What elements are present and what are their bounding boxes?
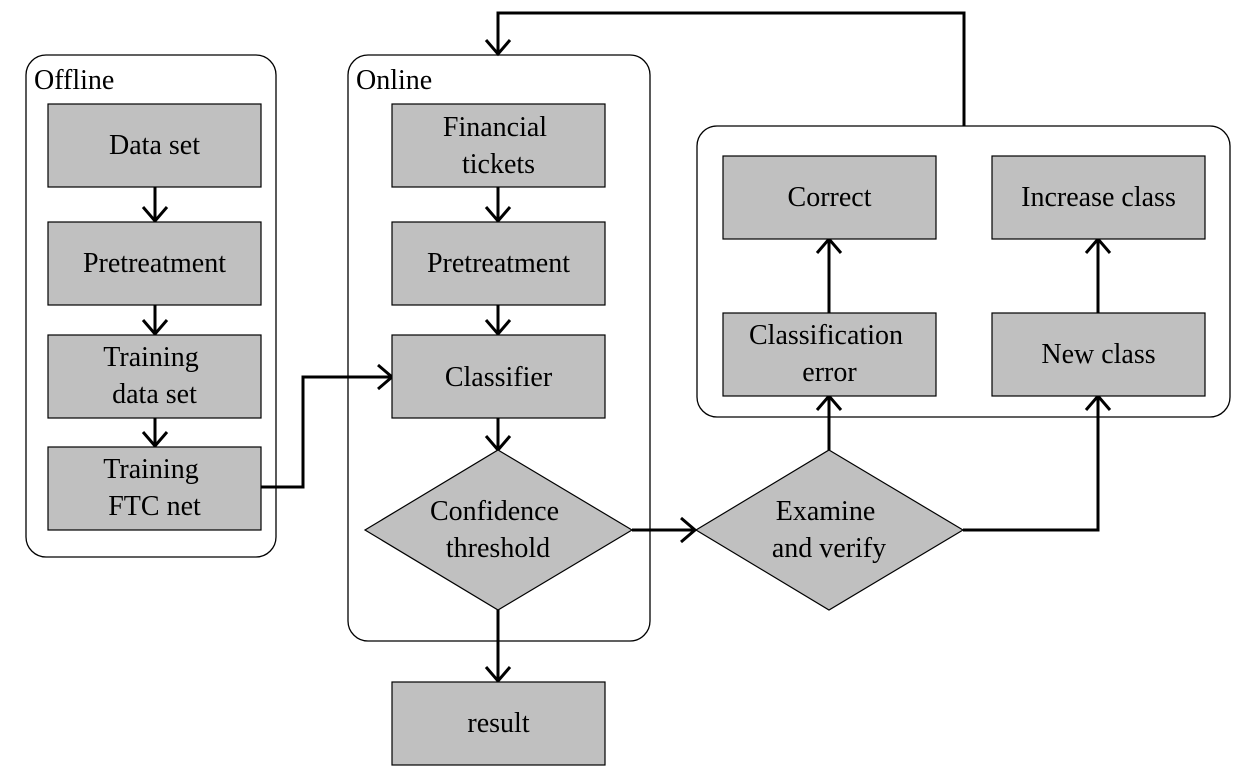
node-pretreatment-online: Pretreatment xyxy=(391,221,606,306)
edge-feedback-to-online xyxy=(496,11,966,126)
node-new-class-text: New class xyxy=(1041,339,1155,370)
node-correct: Correct xyxy=(722,155,937,240)
node-classification-error-box xyxy=(722,312,937,397)
node-training-data-set-box xyxy=(47,334,262,419)
arrowhead-down-icon xyxy=(484,666,512,684)
node-pretreatment-offline: Pretreatment xyxy=(47,221,262,306)
node-line: Pretreatment xyxy=(83,248,226,279)
arrowhead-down-icon xyxy=(141,431,169,449)
node-financial-tickets-text: Financial tickets xyxy=(443,112,554,180)
node-line: Confidence xyxy=(430,496,559,527)
node-training-ftc-net: Training FTC net xyxy=(47,446,262,531)
node-result-box xyxy=(391,681,606,766)
node-training-ftc-net-text: Training FTC net xyxy=(103,454,205,522)
node-line: result xyxy=(467,708,529,739)
arrowhead-down-icon xyxy=(484,206,512,224)
node-correct-text: Correct xyxy=(788,182,872,213)
node-line: tickets xyxy=(462,149,535,180)
node-new-class-box xyxy=(991,312,1206,397)
node-line: Data set xyxy=(109,130,200,161)
node-increase-class-text: Increase class xyxy=(1021,182,1176,213)
node-increase-class-box xyxy=(991,155,1206,240)
node-confidence-threshold: Confidence threshold xyxy=(363,449,634,611)
online-group-label: Online xyxy=(356,65,432,96)
node-new-class: New class xyxy=(991,312,1206,397)
node-examine-and-verify-diamond xyxy=(694,449,965,611)
node-confidence-threshold-text: Confidence threshold xyxy=(430,496,566,564)
node-line: Pretreatment xyxy=(427,248,570,279)
offline-group-label: Offline xyxy=(34,65,114,96)
node-line: Training xyxy=(103,454,198,485)
node-line: Examine xyxy=(776,496,876,527)
node-pretreatment-offline-text: Pretreatment xyxy=(83,248,226,279)
node-confidence-threshold-diamond xyxy=(363,449,634,611)
node-classifier-text: Classifier xyxy=(445,362,553,393)
node-classification-error-text: Classification error xyxy=(749,320,910,388)
node-line: threshold xyxy=(446,533,550,564)
arrowhead-down-icon xyxy=(141,319,169,337)
node-training-data-set-text: Training data set xyxy=(103,342,205,410)
node-line: Increase class xyxy=(1021,182,1176,213)
edge-examine-to-new-class xyxy=(963,397,1100,532)
node-training-data-set: Training data set xyxy=(47,334,262,419)
node-examine-and-verify: Examine and verify xyxy=(694,449,965,611)
node-examine-and-verify-text: Examine and verify xyxy=(772,496,886,564)
node-data-set-box xyxy=(47,103,262,188)
node-line: Correct xyxy=(788,182,872,213)
node-line: FTC net xyxy=(108,491,201,522)
node-line: Financial xyxy=(443,112,547,143)
node-correct-box xyxy=(722,155,937,240)
edge-training-ftc-net-to-classifier xyxy=(261,375,392,489)
node-line: Classification xyxy=(749,320,903,351)
arrowhead-down-icon xyxy=(141,206,169,224)
node-classifier: Classifier xyxy=(391,334,606,419)
node-line: New class xyxy=(1041,339,1155,370)
node-financial-tickets-box xyxy=(391,103,606,188)
node-classifier-box xyxy=(391,334,606,419)
node-pretreatment-online-text: Pretreatment xyxy=(427,248,570,279)
node-line: error xyxy=(802,357,857,388)
node-increase-class: Increase class xyxy=(991,155,1206,240)
node-line: Training xyxy=(103,342,198,373)
node-classification-error: Classification error xyxy=(722,312,937,397)
arrowhead-down-icon xyxy=(484,39,512,57)
node-training-ftc-net-box xyxy=(47,446,262,531)
arrowhead-down-icon xyxy=(484,319,512,337)
node-pretreatment-online-box xyxy=(391,221,606,306)
node-pretreatment-offline-box xyxy=(47,221,262,306)
node-result-text: result xyxy=(467,708,529,739)
node-line: data set xyxy=(112,379,197,410)
node-financial-tickets: Financial tickets xyxy=(391,103,606,188)
node-line: Classifier xyxy=(445,362,553,393)
node-result: result xyxy=(391,681,606,766)
node-data-set: Data set xyxy=(47,103,262,188)
node-data-set-text: Data set xyxy=(109,130,200,161)
node-line: and verify xyxy=(772,533,886,564)
